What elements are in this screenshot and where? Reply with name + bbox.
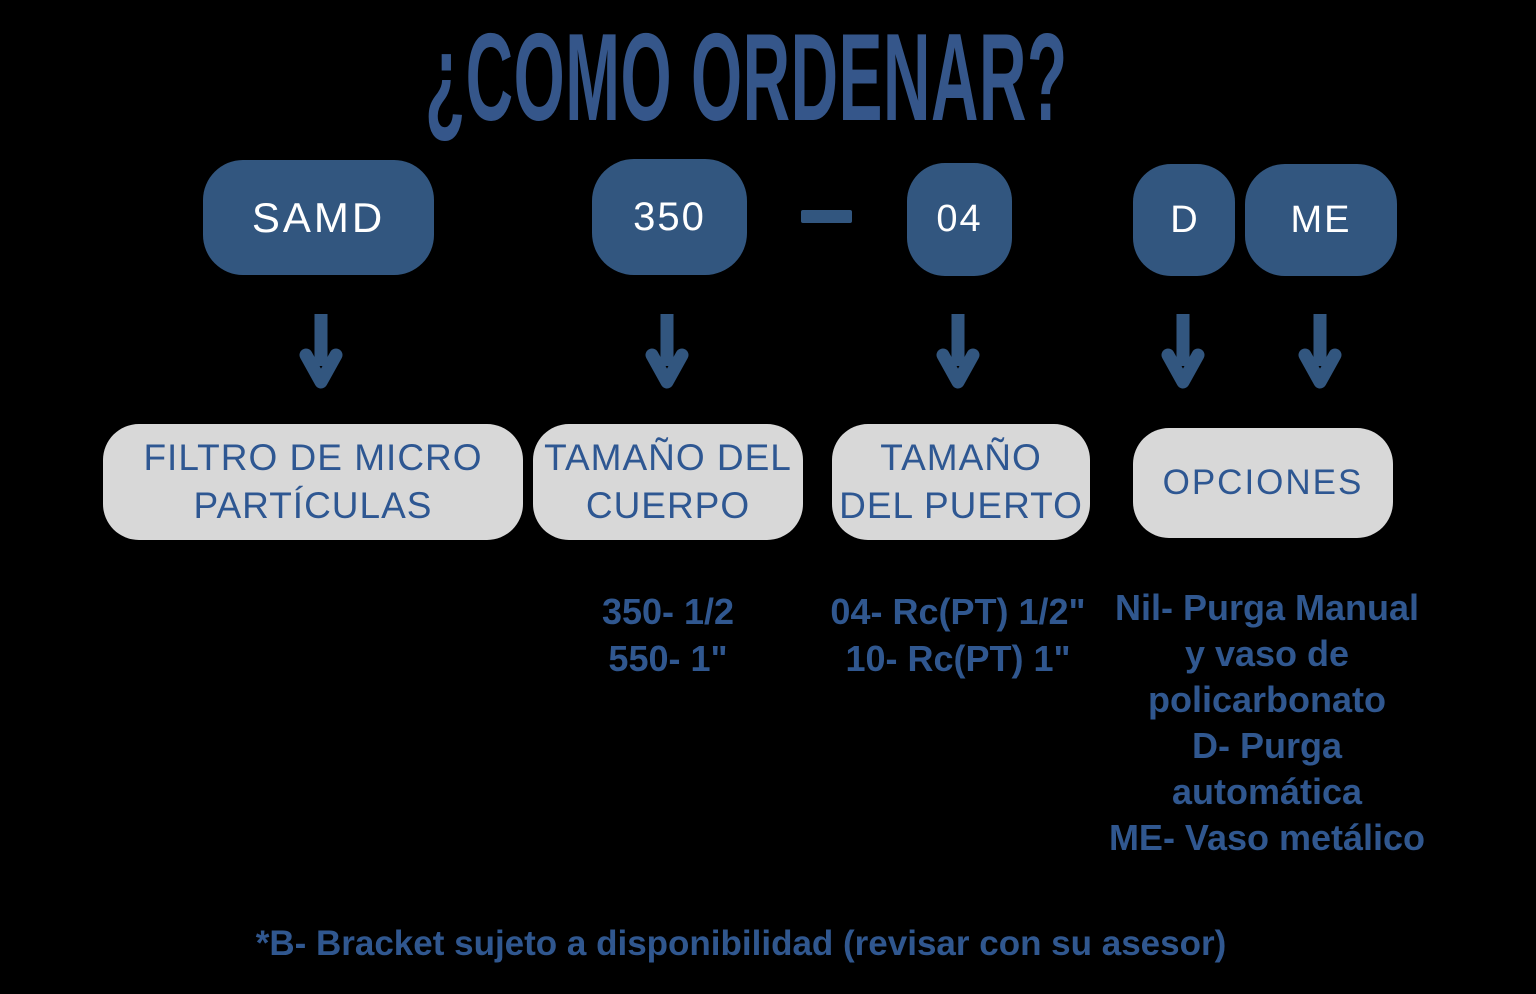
down-arrow-icon [1298, 314, 1342, 389]
page-title: ¿COMO ORDENAR? [0, 9, 1514, 147]
pill-option-d-code: D [1133, 164, 1235, 276]
drain-option-line: policarbonato [1147, 679, 1386, 720]
drain-option-line: y vaso de [1184, 633, 1350, 674]
category-box-options-line1: OPCIONES [1162, 463, 1364, 502]
category-box-body-size: TAMAÑO DEL CUERPO [533, 424, 803, 540]
port-size-options-list: 04- Rc(PT) 1/2" 10- Rc(PT) 1" [808, 588, 1108, 682]
category-box-filter-line2: PARTÍCULAS [193, 485, 433, 526]
dash-separator [801, 210, 852, 223]
pill-body-size-code: 350 [592, 159, 747, 275]
port-size-option: 04- Rc(PT) 1/2" [830, 591, 1086, 632]
category-box-options: OPCIONES [1133, 428, 1393, 538]
down-arrow-icon [645, 314, 689, 389]
pill-series-code: SAMD [203, 160, 434, 275]
category-box-filter-line1: FILTRO DE MICRO [143, 437, 483, 478]
category-box-filter: FILTRO DE MICRO PARTÍCULAS [103, 424, 523, 540]
body-size-option: 550- 1" [608, 638, 728, 679]
bracket-footnote: *B- Bracket sujeto a disponibilidad (rev… [255, 924, 1227, 963]
drain-options-list: Nil- Purga Manual y vaso de policarbonat… [1095, 585, 1439, 861]
category-box-body-line1: TAMAÑO DEL [544, 437, 792, 478]
category-box-port-line2: DEL PUERTO [839, 485, 1083, 526]
pill-port-size-code: 04 [907, 163, 1012, 276]
body-size-option: 350- 1/2 [601, 591, 735, 632]
category-box-body-line2: CUERPO [585, 485, 751, 526]
down-arrow-icon [299, 314, 343, 389]
down-arrow-icon [936, 314, 980, 389]
down-arrow-icon [1161, 314, 1205, 389]
category-box-port-line1: TAMAÑO [880, 437, 1042, 478]
drain-option-line: D- Purga [1191, 725, 1342, 766]
category-box-port-size: TAMAÑO DEL PUERTO [832, 424, 1090, 540]
page-title-text: ¿COMO ORDENAR? [424, 9, 1068, 147]
drain-option-line: Nil- Purga Manual [1114, 587, 1420, 628]
port-size-option: 10- Rc(PT) 1" [845, 638, 1071, 679]
drain-option-line: automática [1171, 771, 1363, 812]
pill-option-me-code: ME [1245, 164, 1397, 276]
body-size-options-list: 350- 1/2 550- 1" [533, 588, 803, 682]
drain-option-line: ME- Vaso metálico [1108, 817, 1426, 858]
